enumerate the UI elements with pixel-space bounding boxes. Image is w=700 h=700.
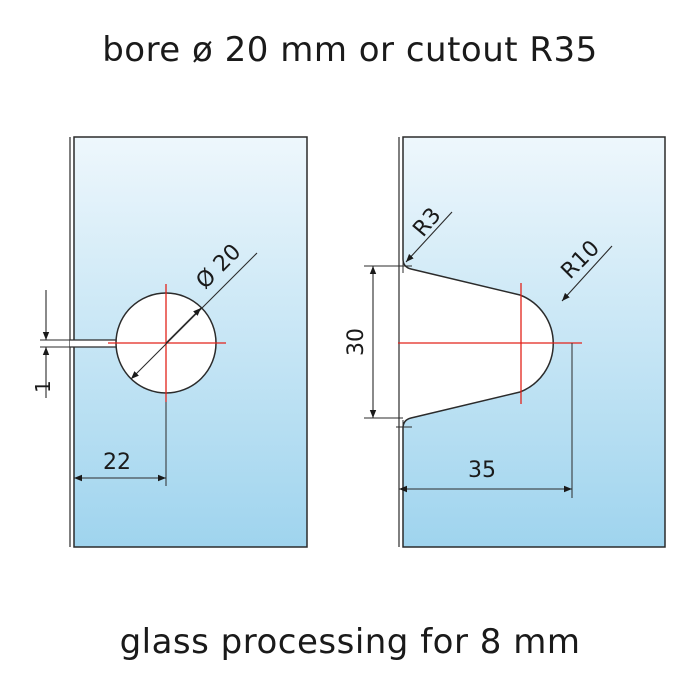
bottom-caption: glass processing for 8 mm [119, 622, 581, 662]
gap-label: 1 [31, 380, 55, 393]
edge-distance-dimension: 22 [74, 450, 166, 482]
height-dimension: 30 [344, 265, 403, 419]
right-glass-panel [398, 136, 666, 548]
depth-label: 35 [468, 458, 496, 483]
depth-dimension: 35 [399, 343, 573, 498]
height-label: 30 [344, 328, 369, 356]
cutout-centerlines [398, 283, 582, 404]
edge-slot [70, 339, 122, 348]
edge-distance-label: 22 [103, 450, 131, 475]
gap-dimension: 1 [31, 290, 70, 398]
top-caption: bore ø 20 mm or cutout R35 [102, 30, 598, 70]
